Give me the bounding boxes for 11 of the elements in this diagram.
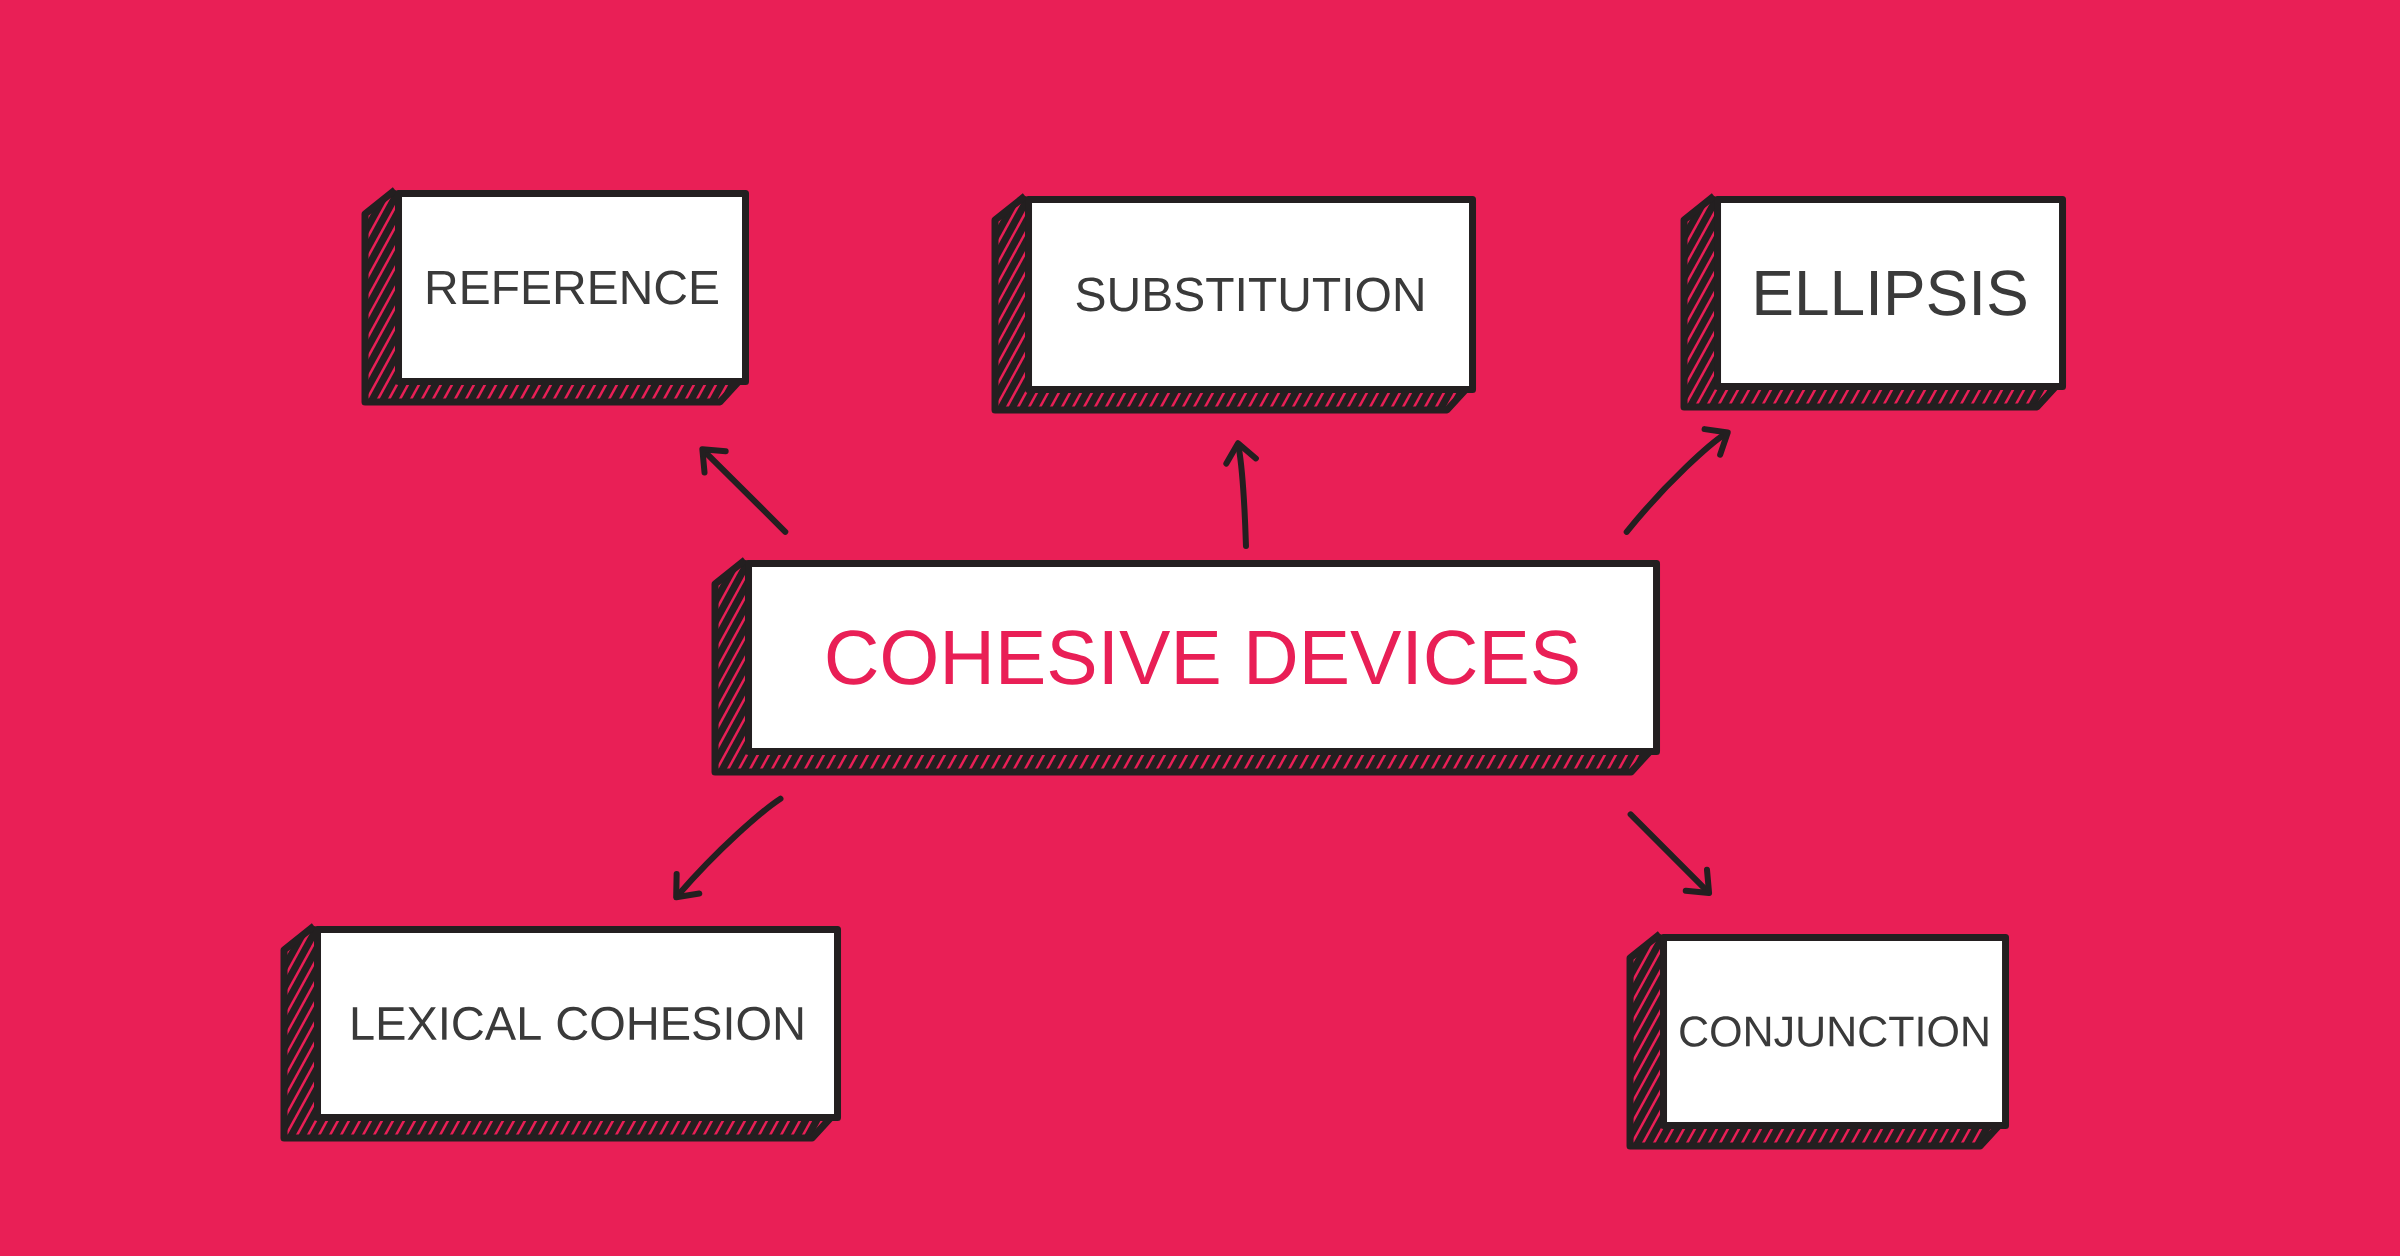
box: COHESIVE DEVICES [711, 557, 1660, 776]
box: ELLIPSIS [1680, 193, 2067, 411]
box: LEXICAL COHESION [280, 923, 841, 1142]
arrow [673, 795, 784, 901]
arrow [1627, 811, 1713, 896]
arrow [1623, 426, 1731, 535]
box: CONJUNCTION [1626, 931, 2010, 1150]
arrow [699, 446, 789, 535]
box: REFERENCE [361, 187, 749, 406]
arrow [1223, 440, 1259, 549]
box: SUBSTITUTION [991, 193, 1476, 414]
